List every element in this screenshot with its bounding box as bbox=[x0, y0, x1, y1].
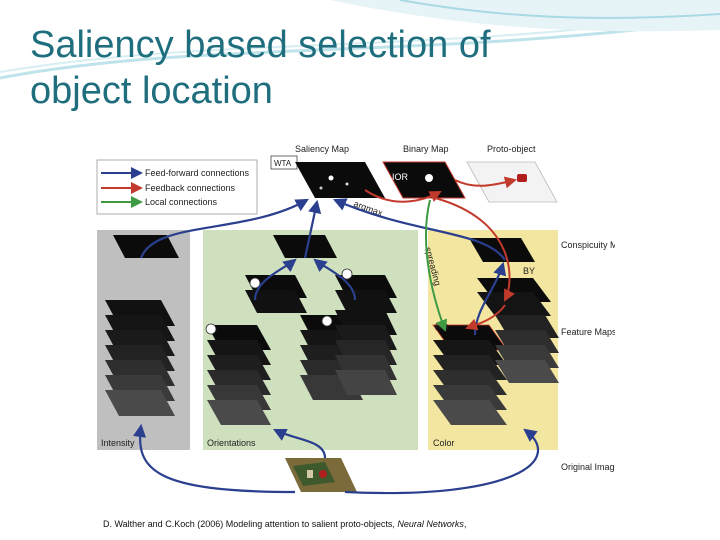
title-decoration bbox=[0, 0, 720, 80]
original-image-text: Original Image bbox=[561, 462, 615, 472]
wta-label: WTA bbox=[274, 159, 292, 168]
legend-feedforward-label: Feed-forward connections bbox=[145, 168, 250, 178]
original-image-label: Original Image bbox=[561, 462, 615, 472]
by-label: BY bbox=[523, 266, 535, 276]
intensity-label: Intensity bbox=[101, 438, 135, 448]
feature-maps-text: Feature Maps bbox=[561, 327, 615, 337]
conspicuity-maps-text: Conspicuity Maps bbox=[561, 240, 615, 250]
local-connections bbox=[425, 199, 448, 332]
proto-object-blob bbox=[517, 174, 527, 182]
citation-journal: Neural Networks bbox=[397, 519, 464, 529]
slide-title: Saliency based selection of object locat… bbox=[30, 22, 590, 114]
color-map-stack bbox=[432, 238, 559, 425]
feedforward-connections bbox=[132, 198, 539, 495]
saliency-model-diagram: Feed-forward connections Feedback connec… bbox=[96, 144, 615, 495]
slide-title-line-1: Saliency based selection of bbox=[30, 24, 491, 66]
color-label: Color bbox=[433, 438, 455, 448]
orientation-horizontal-icon bbox=[205, 323, 217, 335]
legend: Feed-forward connections Feedback connec… bbox=[96, 159, 258, 215]
feature-maps-label: Feature Maps bbox=[561, 327, 615, 337]
proto-object-label: Proto-object bbox=[487, 144, 536, 154]
intensity-map-stack bbox=[105, 235, 179, 416]
citation-trailing: , bbox=[463, 519, 467, 529]
saliency-map-label: Saliency Map bbox=[295, 144, 349, 154]
legend-feedback-label: Feedback connections bbox=[145, 183, 236, 193]
feedback-connections bbox=[364, 176, 517, 331]
citation: D. Walther and C.Koch (2006) Modeling at… bbox=[103, 519, 466, 529]
conspicuity-maps-label: Conspicuity Maps bbox=[561, 240, 615, 250]
saliency-map bbox=[295, 162, 385, 198]
ior-label: IOR bbox=[392, 172, 409, 182]
original-image bbox=[285, 458, 357, 492]
orientation-vertical-icon bbox=[249, 277, 261, 289]
orientations-label: Orientations bbox=[207, 438, 256, 448]
legend-local-label: Local connections bbox=[145, 197, 218, 207]
citation-text: D. Walther and C.Koch (2006) Modeling at… bbox=[103, 519, 395, 529]
orientations-map-stack bbox=[207, 235, 397, 425]
orientation-oblique-icon bbox=[321, 315, 333, 327]
binary-map bbox=[382, 161, 466, 199]
orientation-diagonal-icon bbox=[341, 268, 353, 280]
proto-object-map bbox=[466, 161, 558, 203]
slide-title-line-2: object location bbox=[30, 70, 273, 112]
binary-map-label: Binary Map bbox=[403, 144, 449, 154]
